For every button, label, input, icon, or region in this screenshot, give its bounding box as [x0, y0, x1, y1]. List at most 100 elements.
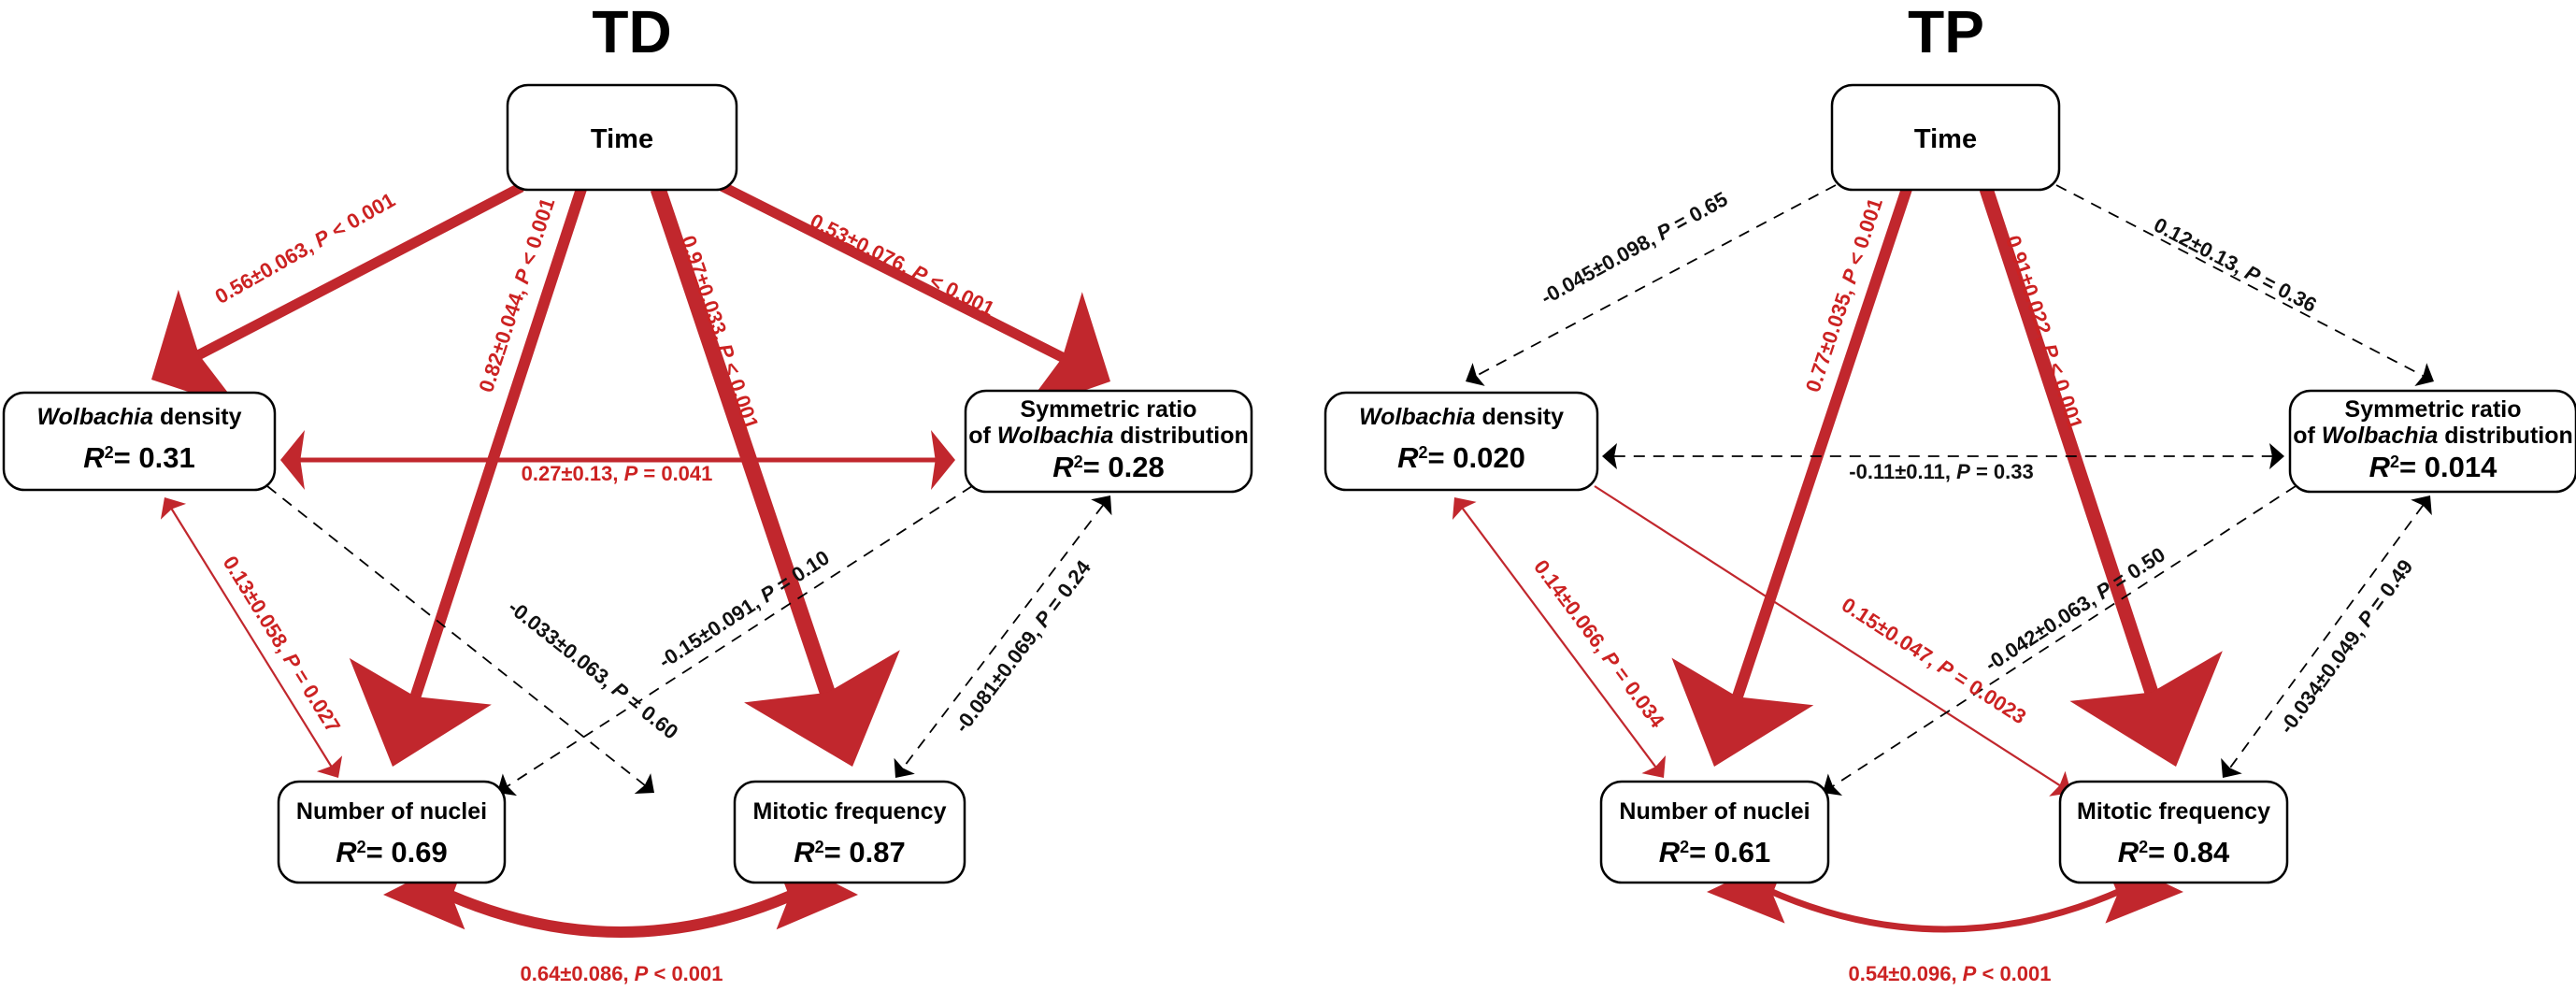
- node-nuclei-r2: R2= 0.69: [336, 836, 447, 869]
- edge-time-density-line: [1475, 184, 1837, 377]
- node-nuclei-box: [277, 780, 507, 884]
- edge-label-density-nuclei: 0.14±0.066, P = 0.034: [1529, 555, 1669, 733]
- edge-density-symmetric-arrowhead: [931, 430, 955, 490]
- edge-label-density-symmetric: -0.11±0.11, P = 0.33: [1849, 460, 2033, 483]
- node-mitotic-label: Mitotic frequency: [2077, 798, 2270, 825]
- node-symmetric-label-line1: Symmetric ratio: [1021, 396, 1197, 423]
- node-mitotic-label: Mitotic frequency: [753, 798, 947, 825]
- edge-label-nuclei-mitotic: 0.64±0.086, P < 0.001: [520, 962, 723, 985]
- node-nuclei-label: Number of nuclei: [296, 798, 487, 825]
- panel-title: TP: [1908, 0, 1984, 65]
- edge-label-time-density: -0.045±0.098, P = 0.65: [1537, 187, 1731, 309]
- edge-symmetric-mitotic-arrowhead-start: [1091, 496, 1112, 516]
- node-symmetric-r2: R2= 0.28: [1052, 451, 1164, 483]
- edge-time-symmetric-arrowhead: [2414, 363, 2434, 387]
- node-density-box: [1324, 391, 1599, 492]
- node-nuclei-box: [1599, 780, 1830, 884]
- node-nuclei-r2: R2= 0.61: [1659, 836, 1770, 869]
- node-time-label: Time: [1914, 124, 1977, 154]
- edge-time-nuclei-arrowhead: [1671, 657, 1814, 767]
- edge-time-mitotic-arrowhead: [2069, 651, 2223, 767]
- node-time: Time: [506, 83, 738, 192]
- edge-label-time-density: 0.56±0.063, P < 0.001: [211, 188, 399, 309]
- edge-time-symmetric-arrowhead: [1022, 292, 1110, 412]
- edge-density-symmetric-arrowhead-start: [280, 430, 305, 490]
- edge-density-nuclei-arrowhead: [316, 755, 343, 778]
- edge-nuclei-mitotic-curve: [1750, 879, 2140, 933]
- node-mitotic-box: [733, 780, 966, 884]
- node-symmetric-box: [2288, 389, 2576, 494]
- edge-label-symmetric-mitotic: -0.034±0.049, P = 0.49: [2274, 555, 2417, 739]
- node-symmetric-label-line2: of Wolbachia distribution: [2293, 423, 2573, 449]
- edge-time-mitotic-line: [1979, 186, 2159, 697]
- node-symmetric-box: [964, 389, 1253, 494]
- edge-time-symmetric-line: [2055, 184, 2425, 377]
- edge-symmetric-mitotic-line: [2228, 504, 2425, 769]
- edge-time-nuclei-line: [409, 187, 587, 700]
- edge-density-symmetric-arrowhead-start: [1602, 443, 1617, 469]
- edge-label-density-symmetric: 0.27±0.13, P = 0.041: [522, 462, 713, 485]
- node-symmetric-label-line1: Symmetric ratio: [2345, 396, 2522, 423]
- edge-time-density-line: [195, 182, 524, 361]
- node-time-box: [506, 83, 738, 192]
- edge-density-nuclei-arrowhead-start: [160, 497, 187, 520]
- edge-label-time-mitotic: 0.97±0.033, P < 0.001: [677, 233, 764, 433]
- edge-time-symmetric-line: [717, 180, 1066, 363]
- edge-density-nuclei-line: [1461, 507, 1657, 768]
- node-mitotic-box: [2058, 780, 2289, 884]
- edge-time-nuclei-line: [1731, 187, 1912, 701]
- edge-label-time-symmetric: 0.53±0.076, P < 0.001: [807, 209, 998, 322]
- node-mitotic-r2: R2= 0.84: [2118, 836, 2230, 869]
- node-symmetric-label-line2: of Wolbachia distribution: [968, 423, 1249, 449]
- edge-time-density-arrowhead: [1466, 363, 1485, 386]
- edge-nuclei-mitotic-curve: [425, 880, 816, 938]
- node-nuclei-label: Number of nuclei: [1619, 798, 1810, 825]
- node-density-r2: R2= 0.31: [83, 441, 194, 474]
- edge-density-symmetric-arrowhead: [2269, 443, 2284, 469]
- edge-label-time-symmetric: 0.12±0.13, P = 0.36: [2150, 213, 2320, 317]
- edge-label-density-nuclei: 0.13±0.058, P = 0.027: [219, 552, 346, 737]
- node-density-box: [2, 391, 277, 492]
- node-density-r2: R2= 0.020: [1397, 441, 1525, 474]
- edge-time-density-arrowhead: [151, 289, 241, 409]
- panel-title: TD: [592, 0, 671, 65]
- edge-time-mitotic-line: [650, 186, 837, 697]
- edges: [151, 180, 1112, 938]
- edge-density-mitotic-line: [1594, 485, 2061, 787]
- edge-symmetric-mitotic-line: [902, 504, 1104, 769]
- edge-symmetric-mitotic-arrowhead: [894, 757, 915, 778]
- node-time-label: Time: [591, 124, 653, 154]
- edge-symmetric-nuclei-line: [1832, 485, 2297, 787]
- node-symmetric-r2: R2= 0.014: [2369, 451, 2497, 483]
- edge-label-nuclei-mitotic: 0.54±0.096, P < 0.001: [1848, 962, 2051, 985]
- edge-density-nuclei-arrowhead-start: [1452, 497, 1477, 520]
- node-density-label: Wolbachia density: [1359, 404, 1564, 430]
- edge-symmetric-nuclei-line: [507, 485, 973, 787]
- edge-label-symmetric-mitotic: -0.081±0.069, P = 0.24: [950, 555, 1095, 737]
- edge-density-mitotic-arrowhead: [634, 773, 654, 795]
- node-density-label: Wolbachia density: [36, 404, 241, 430]
- edge-label-density-mitotic: -0.033±0.063, P = 0.60: [504, 596, 682, 744]
- node-mitotic-r2: R2= 0.87: [794, 836, 905, 869]
- edge-symmetric-mitotic-arrowhead-start: [2411, 496, 2432, 516]
- edge-density-nuclei-arrowhead: [1641, 755, 1667, 778]
- node-time-box: [1830, 83, 2061, 192]
- edge-density-nuclei-line: [170, 508, 333, 768]
- edges: [1452, 184, 2434, 933]
- edge-density-mitotic-line: [266, 485, 646, 786]
- edge-symmetric-mitotic-arrowhead: [2221, 757, 2242, 778]
- edge-symmetric-nuclei-arrowhead: [1823, 773, 1843, 797]
